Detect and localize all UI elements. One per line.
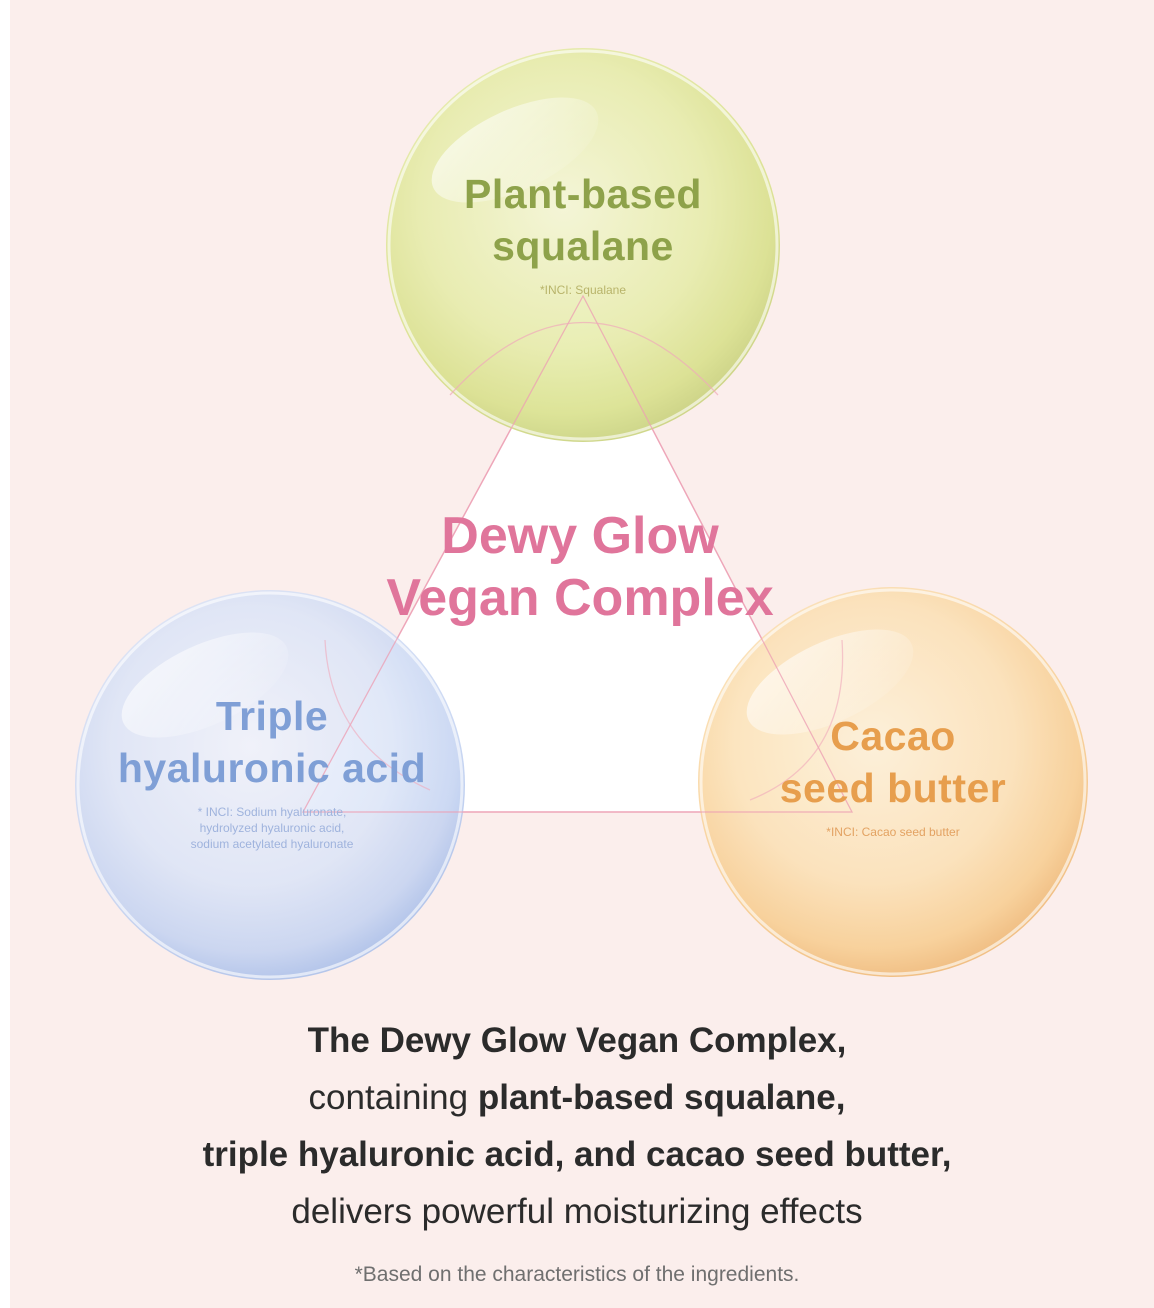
description-line2: containing plant-based squalane,	[60, 1069, 1094, 1126]
squalane-label: Plant-based squalane *INCI: Squalane	[400, 168, 766, 298]
hyaluronic-title-line2: hyaluronic acid	[117, 745, 427, 791]
description-line4: delivers powerful moisturizing effects	[291, 1192, 863, 1231]
description: The Dewy Glow Vegan Complex, containing …	[60, 1012, 1094, 1240]
description-line1-bold: The Dewy Glow Vegan Complex,	[307, 1021, 847, 1060]
hyaluronic-inci-line2: hydrolyzed hyaluronic acid,	[199, 821, 345, 835]
hyaluronic-bubble	[75, 590, 465, 980]
center-title-line1: Dewy Glow	[441, 507, 719, 565]
hyaluronic-inci-line3: sodium acetylated hyaluronate	[190, 837, 354, 851]
center-title: Dewy Glow Vegan Complex	[330, 505, 830, 629]
cacao-title-line2: seed butter	[779, 765, 1007, 811]
squalane-title-line1: Plant-based	[464, 171, 702, 217]
description-line2-bold: plant-based squalane,	[477, 1078, 846, 1117]
hyaluronic-label: Triple hyaluronic acid * INCI: Sodium hy…	[90, 690, 454, 852]
description-line2-regular: containing	[308, 1078, 478, 1117]
cacao-title-line1: Cacao	[830, 713, 956, 759]
squalane-bubble	[386, 48, 780, 442]
description-line1: The Dewy Glow Vegan Complex,	[60, 1012, 1094, 1069]
triangle-outline	[301, 294, 853, 813]
footnote: *Based on the characteristics of the ing…	[354, 1263, 800, 1286]
squalane-title-line2: squalane	[492, 223, 674, 269]
cacao-label: Cacao seed butter *INCI: Cacao seed butt…	[710, 710, 1076, 840]
description-line3: triple hyaluronic acid, and cacao seed b…	[60, 1126, 1094, 1183]
ingredient-diagram	[75, 48, 1088, 980]
center-title-line2: Vegan Complex	[386, 569, 774, 627]
cacao-bubble	[698, 587, 1088, 977]
squalane-inci: *INCI: Squalane	[539, 283, 627, 297]
hyaluronic-inci-line1: * INCI: Sodium hyaluronate,	[197, 805, 347, 819]
cacao-inci: *INCI: Cacao seed butter	[826, 825, 960, 839]
hyaluronic-title-line1: Triple	[215, 693, 329, 739]
description-line3-bold: triple hyaluronic acid, and cacao seed b…	[202, 1135, 952, 1174]
hyaluronic-inci: * INCI: Sodium hyaluronate, hydrolyzed h…	[90, 804, 454, 852]
